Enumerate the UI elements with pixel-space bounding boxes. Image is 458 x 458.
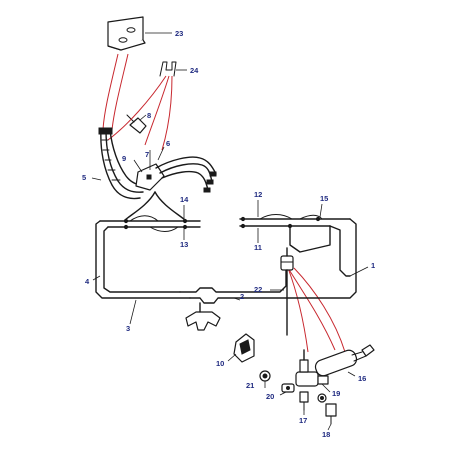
label-10: 10 (216, 359, 224, 368)
label-3: 3 (126, 324, 130, 333)
label-6: 6 (166, 139, 170, 148)
label-22: 22 (254, 285, 262, 294)
label-23: 23 (175, 29, 183, 38)
label-7: 7 (145, 150, 149, 159)
label-1: 1 (371, 261, 375, 270)
clip-part-24 (159, 61, 187, 77)
flexible-hose-part-5 (98, 127, 149, 200)
bolt-part-17 (299, 391, 309, 411)
label-15: 15 (320, 194, 328, 203)
pipe-part-6-7 (155, 156, 217, 193)
label-14: 14 (180, 195, 189, 204)
red-leader-lines (102, 53, 346, 353)
label-leaders (91, 146, 369, 431)
label-2: 2 (240, 292, 244, 301)
bracket-part-23 (107, 16, 172, 51)
label-18: 18 (322, 430, 330, 439)
label-13: 13 (180, 240, 188, 249)
washer-part-19b (317, 393, 327, 403)
label-5: 5 (82, 173, 86, 182)
label-12: 12 (254, 190, 262, 199)
label-9: 9 (122, 154, 126, 163)
label-17: 17 (299, 416, 307, 425)
union-part-20 (281, 383, 295, 393)
fitting-part-8 (126, 114, 147, 134)
label-4: 4 (85, 277, 90, 286)
label-20: 20 (266, 392, 274, 401)
label-19: 19 (332, 389, 340, 398)
label-8: 8 (147, 111, 151, 120)
pressure-switch-part-16 (314, 344, 375, 377)
callout-labels: 23 24 8 6 7 9 5 14 13 12 11 15 1 4 2 22 … (82, 29, 375, 439)
label-21: 21 (246, 381, 254, 390)
label-16: 16 (358, 374, 366, 383)
bolt-part-18 (325, 403, 337, 425)
tee-connector (185, 302, 221, 331)
hose-branches (124, 191, 186, 221)
grommet-part-10 (233, 333, 255, 363)
label-24: 24 (190, 66, 199, 75)
main-pipe-run (95, 214, 357, 336)
nut-part-21 (259, 370, 271, 382)
valve-body-part-19 (295, 349, 329, 387)
junction-block-part-9 (135, 163, 165, 191)
label-11: 11 (254, 243, 262, 252)
